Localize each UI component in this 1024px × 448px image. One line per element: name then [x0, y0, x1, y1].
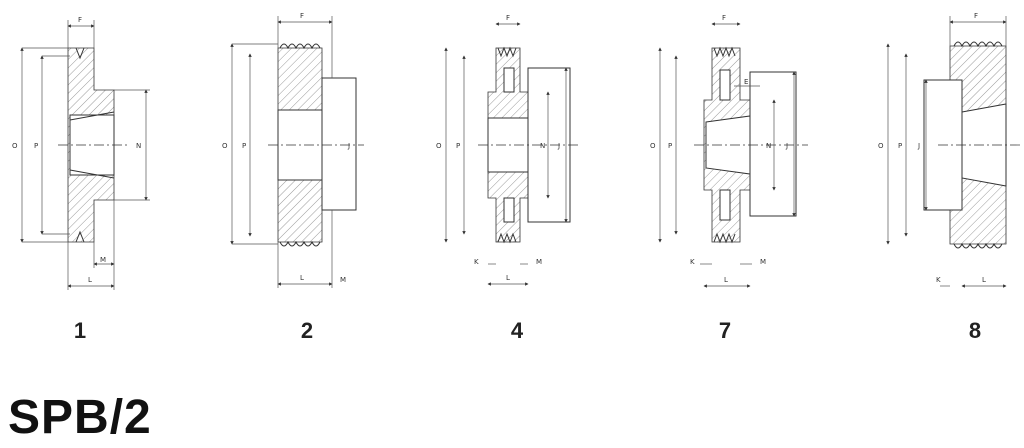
fig4-label-L: L [506, 274, 510, 282]
fig1-label-M: M [100, 256, 106, 264]
fig8-label-P: P [898, 142, 902, 150]
fig7-label-J: J [785, 142, 788, 150]
fig7-label-N: N [766, 142, 771, 150]
fig4-label-M: M [536, 258, 542, 266]
fig8-label-F: F [974, 12, 978, 20]
figure-number-4: 4 [510, 318, 524, 343]
fig4-label-O: O [436, 142, 442, 150]
fig4-label-N: N [540, 142, 545, 150]
figure-number-2: 2 [300, 318, 314, 343]
fig8-label-O: O [878, 142, 884, 150]
fig7-label-L: L [724, 276, 728, 284]
fig8-label-L: L [982, 276, 986, 284]
fig1-label-N: N [136, 142, 141, 150]
fig8-label-J: J [917, 142, 920, 150]
fig7-label-F: F [722, 14, 726, 22]
figure-2-drawing: F O P J L M [222, 12, 364, 288]
fig7-label-E: E [744, 78, 748, 86]
figure-7-drawing: F E O P N J K M L [650, 14, 808, 288]
figure-8-drawing: F O P J K L [878, 12, 1020, 288]
pulley-drawings: F O P N M L F O P J L M [12, 12, 1020, 290]
fig7-label-O: O [650, 142, 656, 150]
fig4-label-P: P [456, 142, 460, 150]
fig2-label-J: J [347, 142, 350, 150]
figure-number-1: 1 [73, 318, 87, 343]
fig1-label-O: O [12, 142, 18, 150]
figure-number-8: 8 [968, 318, 982, 343]
fig7-label-M: M [760, 258, 766, 266]
fig2-label-O: O [222, 142, 228, 150]
fig2-label-L: L [300, 274, 304, 282]
fig4-label-K: K [474, 258, 479, 266]
figure-1-drawing: F O P N M L [12, 16, 150, 290]
fig1-label-P: P [34, 142, 38, 150]
figure-number-7: 7 [718, 318, 732, 343]
fig4-label-F: F [506, 14, 510, 22]
fig7-label-K: K [690, 258, 695, 266]
fig2-label-M: M [340, 276, 346, 284]
fig1-label-F: F [78, 16, 82, 24]
fig1-label-L: L [88, 276, 92, 284]
fig8-label-K: K [936, 276, 941, 284]
fig2-label-F: F [300, 12, 304, 20]
page-title: SPB/2 [8, 391, 152, 444]
figure-4-drawing: F O P N J K M L [436, 14, 580, 286]
fig4-label-J: J [557, 142, 560, 150]
fig7-label-P: P [668, 142, 672, 150]
fig2-label-P: P [242, 142, 246, 150]
